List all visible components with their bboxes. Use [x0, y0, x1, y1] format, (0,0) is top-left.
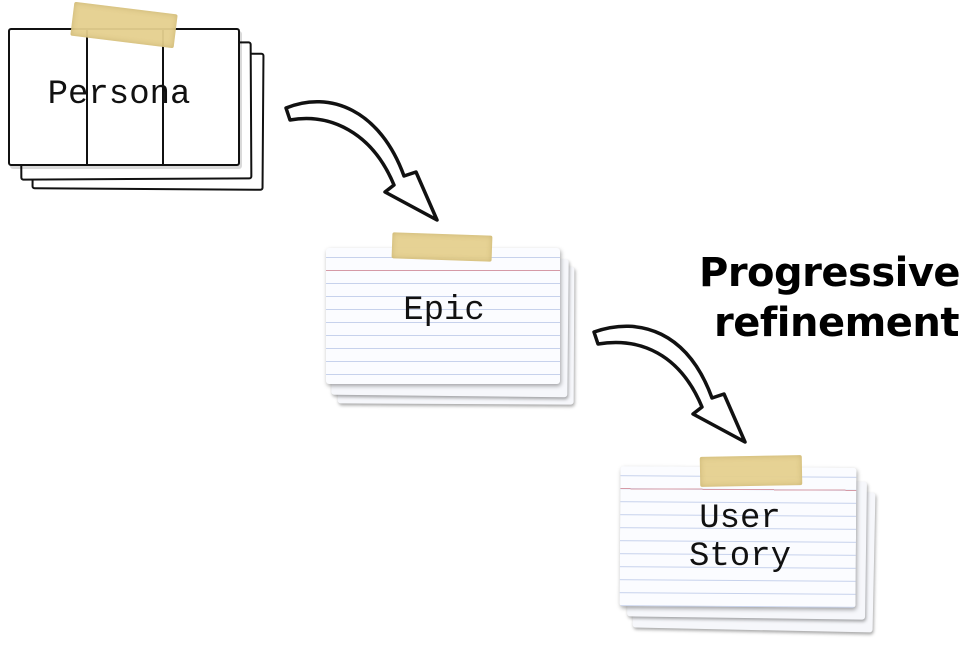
persona-label: Persona	[47, 76, 191, 114]
heading-line-1: Progressive	[699, 250, 961, 296]
user-story-label: User Story	[622, 500, 858, 576]
epic-label: Epic	[403, 292, 485, 330]
heading-line-2: refinement	[714, 300, 959, 346]
epic-card	[326, 248, 560, 384]
persona-card-fold	[86, 30, 88, 164]
persona-card	[8, 28, 240, 166]
user-story-label-line-1: User	[699, 500, 781, 538]
diagram-heading: Progressive refinement	[699, 248, 961, 348]
persona-card-fold	[162, 30, 164, 164]
user-story-label-line-2: Story	[688, 538, 792, 576]
curved-arrow-icon	[592, 324, 747, 444]
curved-arrow-icon	[284, 99, 439, 222]
